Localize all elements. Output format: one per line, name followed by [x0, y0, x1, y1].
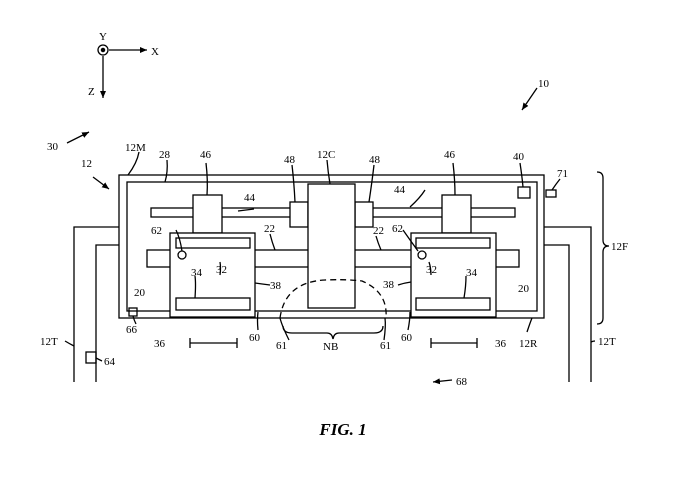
- left-tower: [73, 226, 119, 382]
- label-30: 30: [47, 141, 59, 153]
- label-36-right: 36: [495, 338, 507, 350]
- label-61-left: 61: [276, 340, 287, 352]
- label-61-right: 61: [380, 340, 391, 352]
- y-axis-symbol: [97, 44, 109, 56]
- axis-triad: [97, 44, 147, 98]
- label-46-right: 46: [444, 149, 456, 161]
- leader-30: [66, 131, 90, 144]
- leader-12: [92, 176, 110, 190]
- frame-outer: [118, 174, 545, 319]
- label-34-left: 34: [191, 267, 203, 279]
- label-22-left: 22: [264, 223, 275, 235]
- label-34-right: 34: [466, 267, 478, 279]
- label-axis-y: Y: [99, 31, 107, 43]
- label-66: 66: [126, 324, 138, 336]
- label-71: 71: [557, 168, 568, 180]
- carriage-left: [192, 194, 223, 234]
- label-12R: 12R: [519, 338, 538, 350]
- block-left: [289, 201, 309, 228]
- label-10: 10: [538, 78, 550, 90]
- robot-right-sensor-62: [417, 250, 427, 260]
- label-60-right: 60: [401, 332, 413, 344]
- robot-right-plate-34: [415, 297, 491, 311]
- label-axis-z: Z: [88, 86, 95, 98]
- robot-right-plate-32: [415, 237, 491, 249]
- label-12M: 12M: [125, 142, 146, 154]
- robot-left-plate-32: [175, 237, 251, 249]
- label-46-left: 46: [200, 149, 212, 161]
- right-tower: [544, 226, 592, 382]
- robot-right: [410, 232, 497, 318]
- label-62-left: 62: [151, 225, 162, 237]
- sensor-71: [545, 189, 557, 198]
- label-NB: NB: [323, 341, 338, 353]
- label-62-right: 62: [392, 223, 403, 235]
- bracket-12F: [596, 171, 610, 325]
- label-44-left: 44: [244, 192, 256, 204]
- label-20-left: 20: [134, 287, 146, 299]
- nb-zone: [279, 279, 387, 319]
- leader-10: [521, 87, 538, 111]
- label-12T-right: 12T: [598, 336, 616, 348]
- label-12: 12: [81, 158, 92, 170]
- label-40: 40: [513, 151, 525, 163]
- label-48-left: 48: [284, 154, 296, 166]
- label-20-right: 20: [518, 283, 530, 295]
- label-22-right: 22: [373, 225, 384, 237]
- nb-brace: [282, 325, 384, 340]
- range-36-left: [189, 338, 238, 348]
- label-38-right: 38: [383, 279, 395, 291]
- robot-left: [169, 232, 256, 318]
- label-28: 28: [159, 149, 171, 161]
- label-60-left: 60: [249, 332, 261, 344]
- label-38-left: 38: [270, 280, 282, 292]
- leader-68: [432, 378, 453, 385]
- label-36-left: 36: [154, 338, 166, 350]
- label-12C: 12C: [317, 149, 335, 161]
- central-column: [307, 183, 356, 309]
- sensor-66: [128, 307, 138, 317]
- label-axis-x: X: [151, 46, 159, 58]
- label-64: 64: [104, 356, 116, 368]
- label-12T-left: 12T: [40, 336, 58, 348]
- carriage-right: [441, 194, 472, 234]
- label-32-left: 32: [216, 264, 227, 276]
- figure-caption: FIG. 1: [319, 420, 367, 439]
- robot-left-plate-34: [175, 297, 251, 311]
- label-44-right: 44: [394, 184, 406, 196]
- range-36-right: [430, 338, 478, 348]
- block-right: [354, 201, 374, 228]
- frame-inner: [126, 181, 538, 312]
- sensor-40: [517, 186, 531, 199]
- sensor-64: [85, 351, 97, 364]
- label-12F: 12F: [611, 241, 628, 253]
- label-32-right: 32: [426, 264, 437, 276]
- label-48-right: 48: [369, 154, 381, 166]
- label-68: 68: [456, 376, 468, 388]
